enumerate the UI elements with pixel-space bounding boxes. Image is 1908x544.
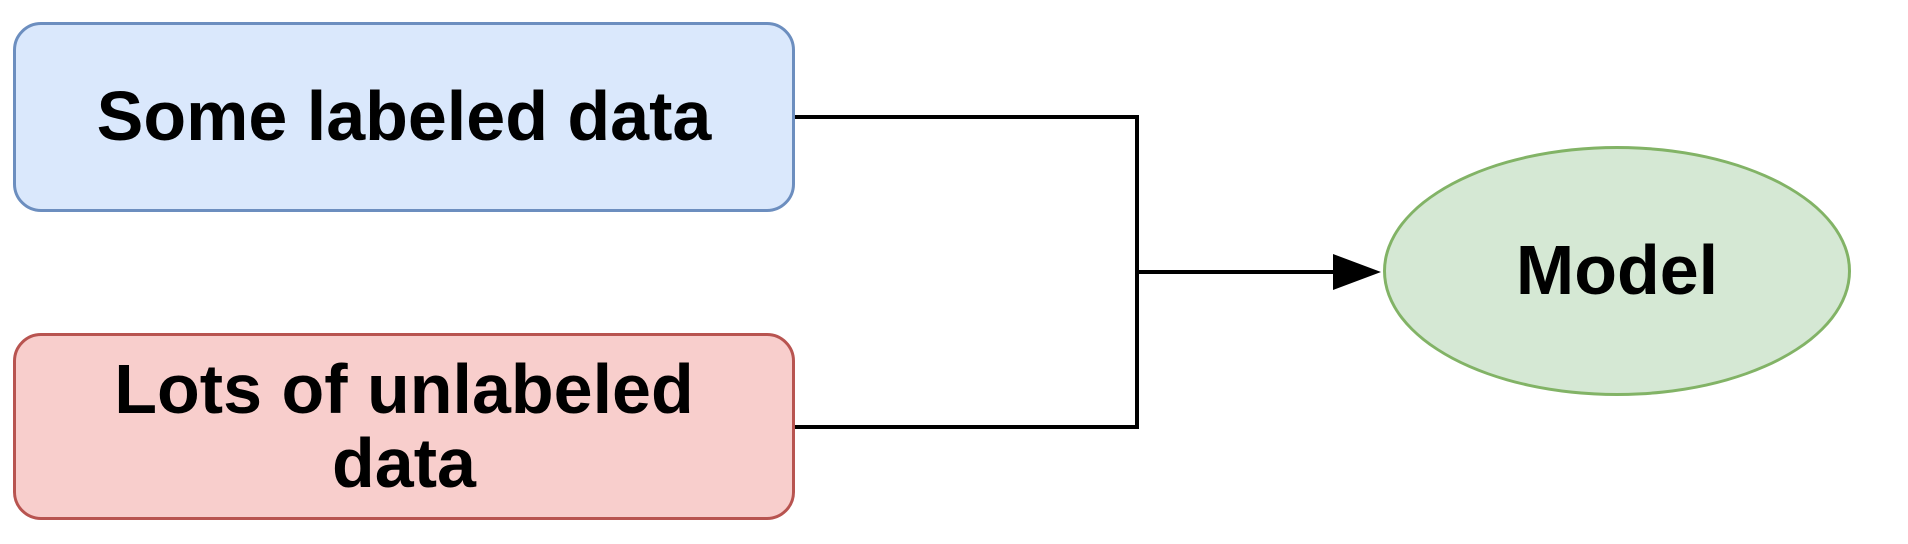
node-some-labeled-data: Some labeled data: [13, 22, 795, 212]
arrowhead-icon: [1333, 254, 1381, 290]
node-lots-of-unlabeled-data: Lots of unlabeled data: [13, 333, 795, 520]
node-lots-of-unlabeled-data-label: Lots of unlabeled data: [114, 350, 694, 502]
node-model-label: Model: [1515, 231, 1719, 310]
node-some-labeled-data-label: Some labeled data: [96, 77, 712, 156]
node-model: Model: [1383, 146, 1851, 396]
